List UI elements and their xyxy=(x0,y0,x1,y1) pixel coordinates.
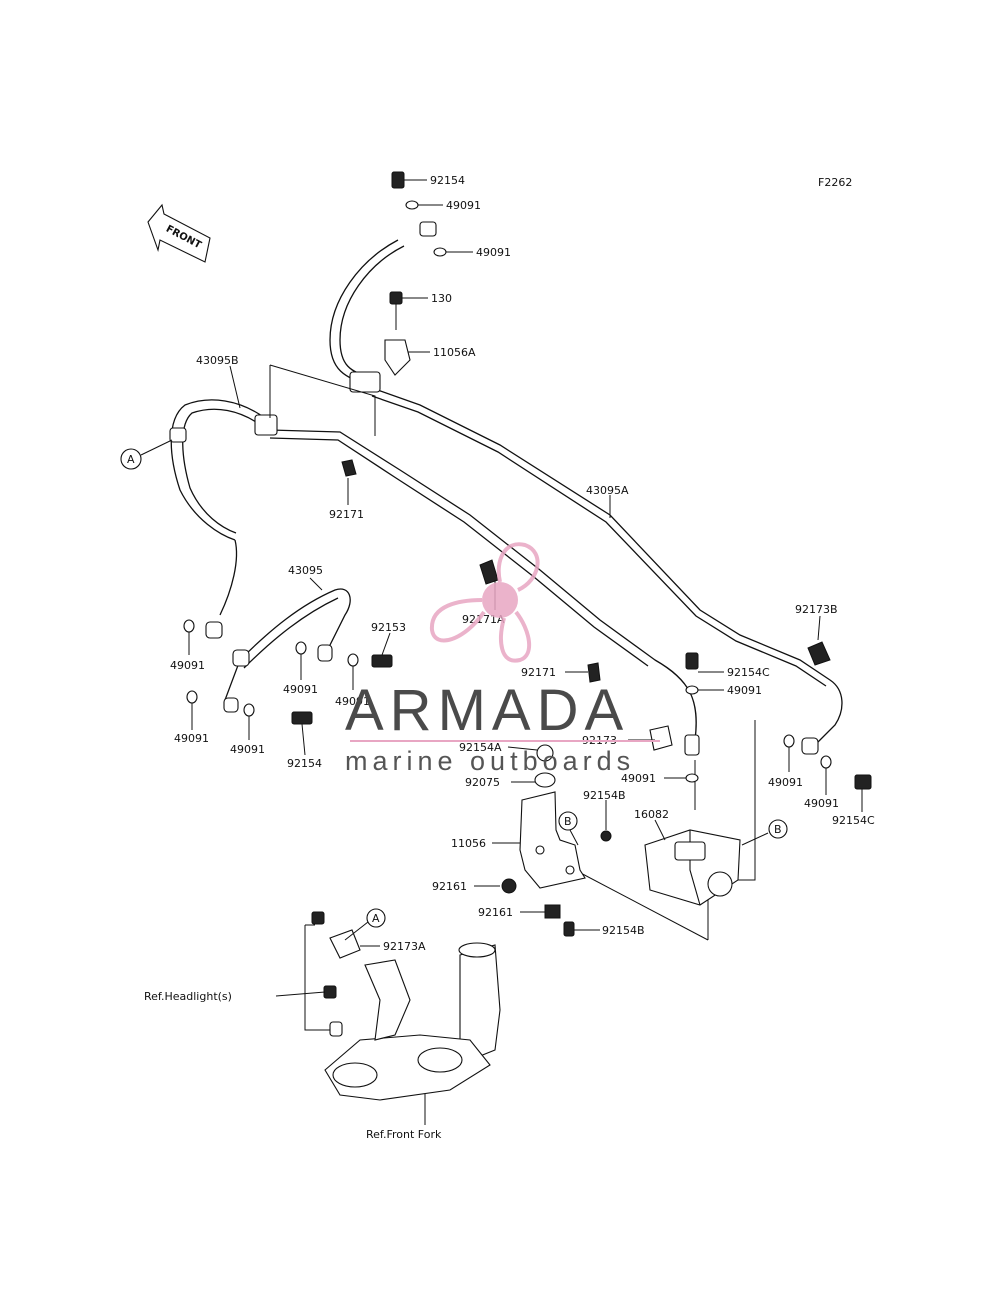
steering-stem xyxy=(324,942,501,1101)
label-43095: 43095 xyxy=(288,564,323,577)
label-92075: 92075 xyxy=(465,776,500,789)
label-92154: 92154 xyxy=(430,174,465,187)
label-92154C: 92154C xyxy=(832,814,875,827)
callout-B-bracket: B xyxy=(558,811,579,846)
label-92153: 92153 xyxy=(371,621,406,634)
abs-unit-16082 xyxy=(644,829,741,906)
label-49091: 49091 xyxy=(335,695,370,708)
svg-text:B: B xyxy=(774,823,782,836)
watermark-subtitle: marine outboards xyxy=(345,746,635,776)
label-49091: 49091 xyxy=(804,797,839,810)
label-43095B: 43095B xyxy=(196,354,239,367)
callout-A-left: A xyxy=(120,439,173,470)
label-92154A: 92154A xyxy=(459,741,502,754)
front-arrow-icon: FRONT xyxy=(147,203,211,263)
leader-lines xyxy=(188,179,863,997)
label-92171: 92171 xyxy=(521,666,556,679)
label-49091: 49091 xyxy=(446,199,481,212)
brake-hose-43095 xyxy=(224,588,351,701)
label-11056: 11056 xyxy=(451,837,486,850)
label-92161: 92161 xyxy=(432,880,467,893)
bracket-11056 xyxy=(519,791,586,889)
label-92173A: 92173A xyxy=(383,940,426,953)
label-49091: 49091 xyxy=(170,659,205,672)
label-49091: 49091 xyxy=(476,246,511,259)
hose-fittings xyxy=(169,221,819,756)
part-labels: 92154 49091 49091 130 11056A 43095B 4309… xyxy=(144,174,875,1141)
brake-hose-43095B xyxy=(170,399,697,741)
svg-text:B: B xyxy=(564,815,572,828)
label-49091: 49091 xyxy=(621,772,656,785)
label-92171: 92171 xyxy=(329,508,364,521)
label-49091: 49091 xyxy=(727,684,762,697)
reference-lines xyxy=(269,364,756,1125)
watermark-title: ARMADA xyxy=(345,678,629,743)
figure-code: F2262 xyxy=(818,176,852,189)
watermark-propeller-logo xyxy=(429,542,540,663)
label-ref-headlight: Ref.Headlight(s) xyxy=(144,990,232,1003)
label-92154: 92154 xyxy=(287,757,322,770)
small-parts xyxy=(183,171,872,999)
callout-B-abs: B xyxy=(741,819,788,846)
label-43095A: 43095A xyxy=(586,484,629,497)
callout-A-bottom: A xyxy=(344,908,386,941)
label-92154C: 92154C xyxy=(727,666,770,679)
label-49091: 49091 xyxy=(174,732,209,745)
label-11056A: 11056A xyxy=(433,346,476,359)
label-49091: 49091 xyxy=(230,743,265,756)
label-ref-front-fork: Ref.Front Fork xyxy=(366,1128,442,1141)
label-49091: 49091 xyxy=(283,683,318,696)
label-92161: 92161 xyxy=(478,906,513,919)
label-92154B: 92154B xyxy=(602,924,645,937)
label-16082: 16082 xyxy=(634,808,669,821)
label-130: 130 xyxy=(431,292,452,305)
svg-text:A: A xyxy=(127,453,135,466)
svg-text:A: A xyxy=(372,912,380,925)
label-92173B: 92173B xyxy=(795,603,838,616)
label-49091: 49091 xyxy=(768,776,803,789)
label-92154B: 92154B xyxy=(583,789,626,802)
